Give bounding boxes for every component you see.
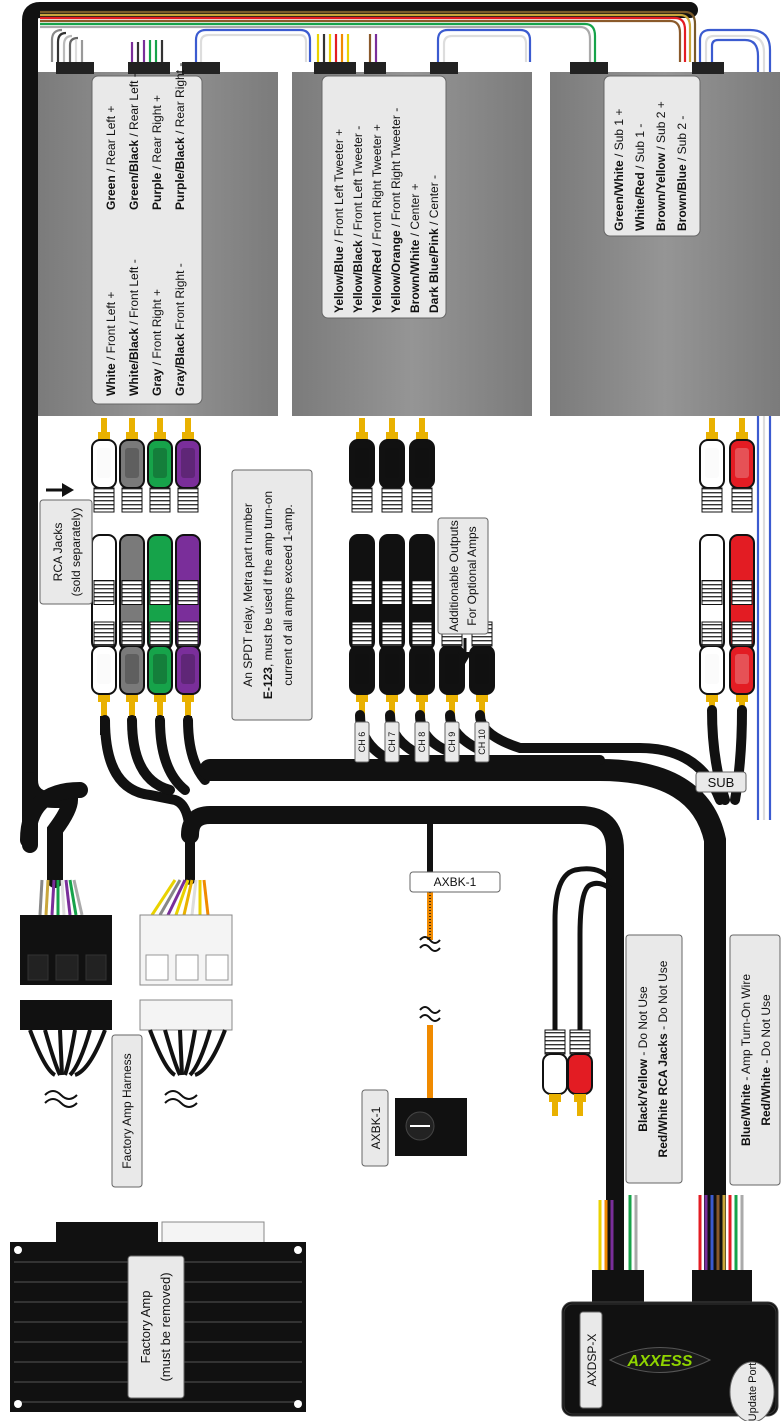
optional-note-line1: Additionable Outputs: [447, 520, 461, 631]
rca-coupler: [409, 534, 435, 651]
relay-note: An SPDT relay, Metra part number E-123, …: [231, 469, 313, 721]
amp-wire-label: Yellow/Black / Front Left Tweeter -: [351, 126, 365, 313]
update-port-label[interactable]: Update Port: [747, 1363, 759, 1421]
rca-plug: [379, 621, 405, 716]
axdsp-module: AXXESS AXDSP-X Update Port: [561, 1301, 779, 1421]
rca-note-line1: RCA Jacks: [51, 523, 65, 582]
amplifier-2: [292, 62, 532, 416]
amplifier-3: [550, 62, 780, 416]
rca-cables: [91, 418, 755, 1116]
amp-wire-label: Yellow/Red / Front Right Tweeter +: [370, 124, 384, 313]
factory-harness: Factory Amp Harness: [20, 879, 233, 1188]
rca-plug: [175, 621, 201, 716]
amp2-wire-labels: Yellow/Blue / Front Left Tweeter + Yellow…: [332, 108, 441, 313]
amp-wire-label: Brown/Blue / Sub 2 -: [675, 116, 689, 231]
amp-wire-label: Yellow/Blue / Front Left Tweeter +: [332, 129, 346, 313]
amp-wire-label: Purple/Black / Rear Right -: [173, 63, 187, 210]
amp-wire-label: White/Red / Sub 1 -: [633, 124, 647, 231]
channel-label: CH 6: [357, 732, 367, 753]
factory-amp-line2: (must be removed): [158, 1272, 173, 1381]
rca-note: RCA Jacks (sold separately): [39, 483, 93, 605]
rca-plug: [175, 418, 201, 513]
axbk-side: AXBK-1: [361, 1006, 467, 1167]
dnu2-line1: Blue/White - Amp Turn-On Wire: [739, 974, 753, 1146]
wire-break-icon: [419, 936, 441, 944]
amp1-wire-labels: Green / Rear Left + Green/Black / Rear Le…: [104, 63, 187, 396]
amp-wire-label: Gray/Black Front Right -: [173, 263, 187, 396]
relay-note-line1: An SPDT relay, Metra part number: [241, 503, 255, 687]
rca-plug: [119, 418, 145, 513]
rca-plug: [699, 418, 725, 513]
main-harness: [20, 705, 747, 1281]
rca-plug: [349, 621, 375, 716]
rca-plug: [409, 418, 435, 513]
rca-plug: [567, 1029, 593, 1116]
axbk-top: AXBK-1: [409, 810, 501, 952]
arrow-right-icon: [62, 483, 74, 497]
wire-break-icon: [44, 1090, 78, 1100]
top-wires: [22, 2, 772, 853]
rca-plug: [91, 418, 117, 513]
rca-plug: [729, 621, 755, 716]
axbk-side-label: AXBK-1: [369, 1106, 383, 1149]
amp-wire-label: White/Black / Front Left -: [127, 259, 141, 396]
do-not-use-box-2: Blue/White - Amp Turn-On Wire Red/White …: [729, 934, 781, 1186]
rca-plug: [91, 621, 117, 716]
amp-wire-label: Dark Blue/Pink / Center -: [427, 175, 441, 313]
rca-coupler: [349, 534, 375, 651]
relay-note-line2: E-123, must be used if the amp turn-on: [261, 491, 275, 699]
amp-wire-label: Green/Black / Rear Left -: [127, 73, 141, 210]
rca-note-line2: (sold separately): [69, 508, 83, 597]
arrow-down-icon: [458, 652, 472, 664]
amp-wire-label: Yellow/Orange / Front Right Tweeter -: [389, 108, 403, 313]
rca-plug: [119, 621, 145, 716]
rca-plug: [469, 621, 495, 716]
amp-wire-label: Brown/Yellow / Sub 2 +: [654, 101, 668, 231]
amp-wire-label: Brown/White / Center +: [408, 183, 422, 313]
axbk-top-label: AXBK-1: [434, 875, 477, 889]
channel-label: CH 9: [447, 732, 457, 753]
amp-wire-label: Green/White / Sub 1 +: [612, 109, 626, 231]
factory-harness-label: Factory Amp Harness: [120, 1053, 134, 1168]
axxess-logo: AXXESS: [627, 1353, 693, 1370]
amplifier-1: [38, 62, 278, 416]
relay-note-line3: current of all amps exceed 1-amp.: [281, 504, 295, 685]
channel-label: CH 8: [417, 732, 427, 753]
factory-amp: Factory Amp (must be removed): [10, 1221, 306, 1412]
amp-wire-label: Green / Rear Left +: [104, 106, 118, 210]
rca-plug: [379, 418, 405, 513]
dnu2-line2: Red/White - Do Not Use: [759, 994, 773, 1126]
rca-plug: [729, 418, 755, 513]
amp-wire-label: White / Front Left +: [104, 292, 118, 396]
sub-label-text: SUB: [708, 775, 735, 790]
optional-note-line2: For Optional Amps: [465, 526, 479, 625]
channel-label: CH 7: [387, 732, 397, 753]
rca-plug: [147, 418, 173, 513]
dnu1-line1: Black/Yellow - Do Not Use: [636, 986, 650, 1132]
amp-wire-label: Gray / Front Right +: [150, 289, 164, 396]
rca-plug: [147, 621, 173, 716]
rca-plug: [349, 418, 375, 513]
amp-wire-label: Purple / Rear Right +: [150, 95, 164, 210]
channel-labels: CH 6 CH 7 CH 8 CH 9 CH 10: [354, 721, 490, 763]
amp3-wire-labels: Green/White / Sub 1 + White/Red / Sub 1 -…: [612, 101, 689, 231]
rca-plug: [439, 621, 465, 716]
rca-plug: [699, 621, 725, 716]
factory-amp-line1: Factory Amp: [138, 1291, 153, 1364]
wire-break-icon: [419, 1006, 441, 1014]
do-not-use-box-1: Black/Yellow - Do Not Use Red/White RCA …: [625, 934, 683, 1184]
optional-outputs-note: Additionable Outputs For Optional Amps: [437, 517, 489, 664]
dnu1-line2: Red/White RCA Jacks - Do Not Use: [656, 960, 670, 1157]
rca-plug: [409, 621, 435, 716]
channel-label: CH 10: [477, 729, 487, 755]
rca-coupler: [729, 534, 755, 651]
sub-label: SUB: [695, 771, 747, 793]
module-rca-jacks: [552, 866, 614, 1030]
module-name: AXDSP-X: [585, 1334, 599, 1387]
rca-plug: [542, 1029, 568, 1116]
